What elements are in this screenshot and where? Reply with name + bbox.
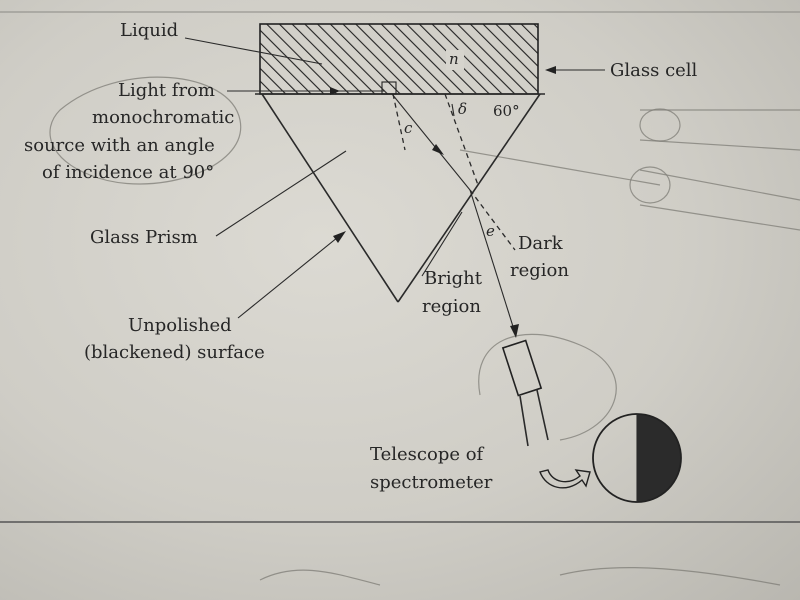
- refracted-arrow-head: [432, 144, 444, 155]
- label-light-line3: source with an angle: [24, 135, 215, 156]
- emergent-arrow-head: [510, 324, 519, 338]
- unpolished-arrow-head: [333, 231, 346, 243]
- normal-at-top: [392, 93, 406, 151]
- label-telescope-line1: Telescope of: [370, 444, 485, 465]
- label-light-line4: of incidence at 90°: [42, 162, 214, 183]
- label-dark-line1: Dark: [518, 233, 564, 254]
- incident-arrow-head: [330, 87, 340, 95]
- normal-right-face-2: [469, 189, 516, 251]
- entry-marker: [381, 81, 397, 95]
- glass-cell-block: [259, 23, 539, 95]
- symbol-n: n: [449, 50, 459, 68]
- refracted-ray: [391, 93, 471, 191]
- curved-arrow-icon: [539, 469, 591, 489]
- label-unpolished-line1: Unpolished: [128, 315, 232, 336]
- label-unpolished-line2: (blackened) surface: [84, 342, 265, 363]
- label-liquid: Liquid: [120, 20, 178, 41]
- label-bright-line1: Bright: [424, 268, 483, 289]
- symbol-e: e: [486, 222, 495, 240]
- emergent-ray: [469, 189, 517, 337]
- label-dark-line2: region: [510, 260, 569, 281]
- label-light-line1: Light from: [118, 80, 215, 101]
- telescope-icon: [501, 339, 549, 447]
- pencil-marks: [49, 76, 800, 586]
- label-light-line2: monochromatic: [92, 107, 234, 128]
- label-bright-line2: region: [422, 296, 481, 317]
- label-telescope-line2: spectrometer: [370, 472, 493, 493]
- prism-right-face: [397, 93, 541, 303]
- liquid-leader: [184, 37, 323, 65]
- unpolished-leader: [237, 232, 344, 319]
- delta-tick: [451, 103, 455, 117]
- bright-leader: [421, 211, 463, 277]
- symbol-c: c: [404, 119, 413, 137]
- glass-cell-arrow-head: [545, 66, 556, 74]
- prism-left-face: [261, 93, 399, 303]
- n-label-bg: [446, 50, 464, 70]
- normal-right-face: [444, 93, 479, 186]
- symbol-60: 60°: [493, 102, 520, 120]
- label-glass-cell: Glass cell: [610, 60, 698, 81]
- symbol-delta: δ: [458, 100, 467, 118]
- label-glass-prism: Glass Prism: [90, 227, 198, 248]
- field-of-view-icon: [592, 413, 682, 503]
- glass-prism-leader: [215, 150, 347, 237]
